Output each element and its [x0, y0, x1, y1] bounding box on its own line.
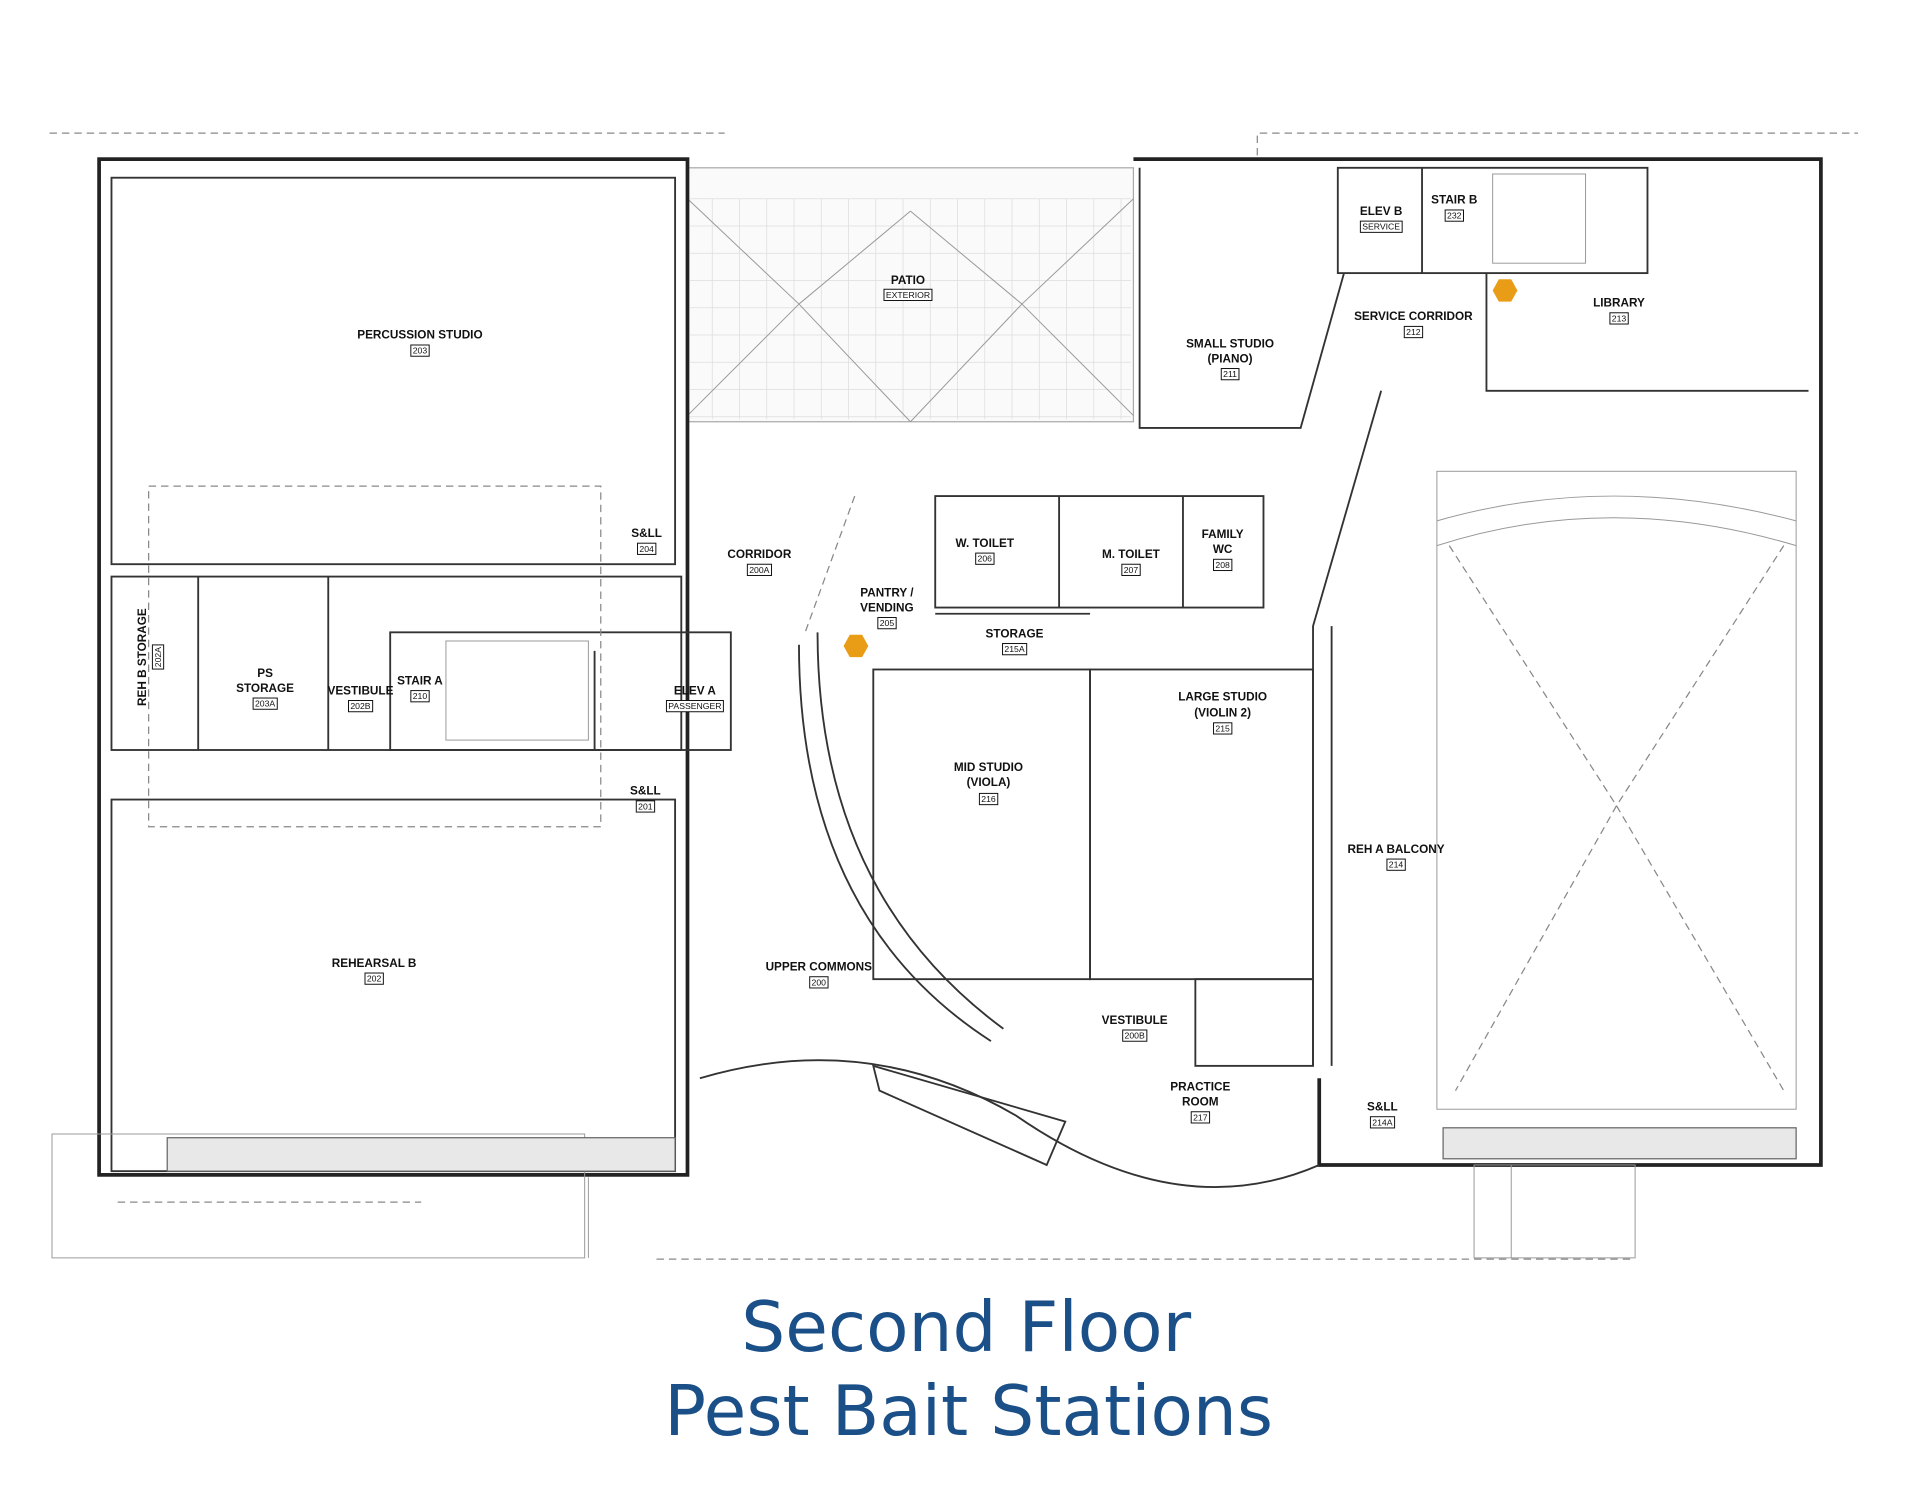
room-label-mid-studio-sub: (VIOLA): [967, 776, 1011, 789]
room-label-small-studio-sub: (PIANO): [1208, 352, 1253, 365]
walls: [51, 157, 1823, 1259]
room-number-box: [883, 288, 933, 301]
title-line-2: Pest Bait Stations: [664, 1372, 1273, 1452]
room-number-box: [348, 700, 374, 713]
room-label-service-corridor: SERVICE CORRIDOR: [1354, 310, 1473, 323]
room-label-sll-214a: S&LL: [1367, 1100, 1398, 1113]
room-label-corridor: CORRIDOR: [727, 548, 791, 561]
room-number-206: 206: [978, 554, 993, 564]
room-label-small-studio: SMALL STUDIO: [1186, 337, 1274, 350]
room-label-vestibule-202b: VESTIBULE: [327, 684, 393, 697]
room-number-box: [252, 697, 278, 710]
room-number-box: [746, 563, 773, 576]
room-number-200a: 200A: [749, 565, 769, 575]
room-number-203: 203: [413, 346, 428, 356]
room-number-213: 213: [1612, 313, 1627, 323]
room-number-box: [1213, 722, 1233, 735]
room-label-rehearsal-b: REHEARSAL B: [332, 957, 417, 970]
room-number-box: [809, 976, 829, 989]
room-number-212: 212: [1406, 327, 1421, 337]
room-number-200b: 200B: [1125, 1031, 1145, 1041]
room-label-ps-storage: PS: [257, 667, 273, 680]
room-label-large-studio: LARGE STUDIO: [1178, 690, 1267, 703]
room-number-box: [1122, 1029, 1148, 1042]
room-number-box: [1213, 558, 1233, 572]
room-number-box: [151, 644, 165, 670]
room-label-stair-a: STAIR A: [397, 674, 443, 687]
room-number-217: 217: [1193, 1112, 1208, 1122]
room-number-205: 205: [880, 618, 895, 628]
room-number-box: [1002, 643, 1028, 656]
room-label-family-wc-sub: WC: [1213, 543, 1233, 556]
room-number-210: 210: [413, 691, 428, 701]
room-number-201: 201: [638, 801, 653, 811]
room-number-216: 216: [981, 794, 996, 804]
room-label-elev-a: ELEV A: [674, 684, 717, 697]
room-number-215a: 215A: [1004, 644, 1024, 654]
room-number-214a: 214A: [1372, 1117, 1392, 1127]
room-number-207: 207: [1124, 565, 1139, 575]
room-number-box: [1369, 1116, 1396, 1129]
room-tag-patio: EXTERIOR: [886, 290, 930, 300]
bait-station-service-corridor: [1492, 279, 1518, 302]
room-number-box: [1403, 325, 1424, 339]
room-label-stair-b: STAIR B: [1431, 194, 1477, 207]
room-label-sll-204: S&LL: [631, 527, 662, 540]
room-number-box: [637, 542, 657, 555]
room-number-200: 200: [812, 977, 827, 987]
room-number-box: [410, 690, 430, 703]
room-tag-elev-b: SERVICE: [1362, 222, 1400, 232]
room-number-box: [978, 792, 999, 806]
room-number-box: [410, 344, 430, 357]
room-label-m-toilet: M. TOILET: [1102, 548, 1161, 561]
room-label-family-wc: FAMILY: [1202, 528, 1244, 541]
room-label-storage-215a: STORAGE: [986, 627, 1044, 640]
room-label-reh-a-balcony: REH A BALCONY: [1348, 843, 1445, 856]
room-number-202a: 202A: [153, 647, 163, 667]
room-number-204: 204: [639, 544, 654, 554]
room-number-box: [1444, 209, 1465, 222]
room-number-box: [1190, 1111, 1211, 1124]
room-number-211: 211: [1223, 369, 1237, 379]
room-label-patio: PATIO: [891, 274, 925, 287]
room-label-sll-201: S&LL: [630, 785, 661, 798]
room-label-pantry-sub: VENDING: [860, 601, 914, 614]
room-label-reh-b-storage: REH B STORAGE: [136, 608, 149, 706]
room-number-box: [635, 800, 656, 813]
room-label-practice-room: PRACTICE: [1170, 1081, 1230, 1094]
room-label-elev-b: ELEV B: [1360, 205, 1402, 218]
room-number-box: [364, 972, 384, 985]
room-label-pantry: PANTRY /: [860, 586, 914, 599]
room-number-215: 215: [1215, 723, 1230, 733]
room-number-box: [975, 552, 995, 565]
room-label-upper-commons: UPPER COMMONS: [766, 960, 873, 973]
room-number-202: 202: [367, 974, 382, 984]
room-number-203a: 203A: [255, 699, 275, 709]
room-label-large-studio-sub: (VIOLIN 2): [1194, 707, 1251, 720]
title-line-1: Second Floor: [741, 1288, 1191, 1368]
room-label-library: LIBRARY: [1593, 297, 1645, 310]
room-number-box: [1359, 220, 1403, 233]
room-number-232: 232: [1447, 211, 1462, 221]
room-label-practice-room-sub: ROOM: [1182, 1096, 1219, 1109]
room-number-box: [1386, 858, 1406, 871]
bait-station-pantry: [843, 634, 869, 658]
room-number-208: 208: [1215, 560, 1230, 570]
room-number-202b: 202B: [350, 701, 370, 711]
room-label-percussion-studio: PERCUSSION STUDIO: [357, 329, 482, 342]
room-number-box: [1220, 368, 1240, 381]
room-tag-elev-a: PASSENGER: [668, 701, 721, 711]
room-number-box: [1609, 312, 1629, 325]
room-label-vestibule-200b: VESTIBULE: [1102, 1014, 1168, 1027]
room-labels: PATIO EXTERIOR PERCUSSION STUDIO 203 SMA…: [136, 194, 1645, 1129]
room-label-w-toilet: W. TOILET: [956, 537, 1015, 550]
room-number-box: [665, 700, 724, 713]
room-label-ps-storage-sub: STORAGE: [236, 682, 294, 695]
room-number-214: 214: [1389, 860, 1404, 870]
room-number-box: [877, 617, 897, 630]
room-number-box: [1121, 563, 1141, 576]
room-label-mid-studio: MID STUDIO: [954, 761, 1023, 774]
